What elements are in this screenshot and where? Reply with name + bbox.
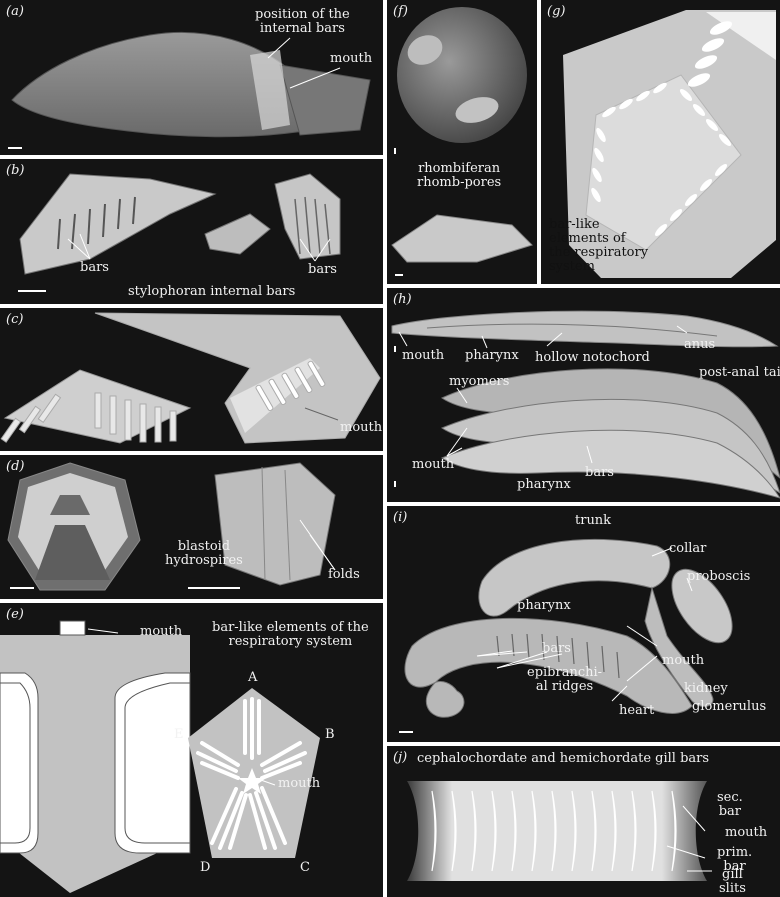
panel-letter: (c)	[6, 312, 24, 327]
panel-b: (b) bars bars stylophoran internal bars	[0, 159, 383, 304]
panel-j: (j) cephalochordate and hemichordate gil…	[387, 746, 780, 897]
myomers-label: myomers	[449, 374, 510, 389]
panel-a-figure	[8, 31, 371, 149]
bars-label: bars	[585, 465, 614, 480]
panel-d: (d) blastoid hydrospires folds	[0, 455, 383, 599]
mouth-label: mouth	[662, 653, 705, 668]
rhomb-pore-fossil	[391, 214, 533, 263]
panel-f: (f) rhombiferan rhomb-pores	[387, 0, 537, 284]
panel-c: (c) mouth	[0, 308, 383, 451]
folds-label: folds	[328, 567, 360, 582]
internal-bars-label: position of the internal bars	[255, 7, 350, 36]
bars-label-right: bars	[308, 262, 337, 277]
collar-label: collar	[669, 541, 707, 556]
kidney-label: kidney	[684, 681, 728, 696]
proboscis	[671, 568, 733, 644]
panel-e-caption: bar-like elements of the respiratory sys…	[212, 620, 369, 649]
panel-letter: (e)	[6, 607, 24, 622]
panel-b-figure	[18, 173, 341, 292]
vertex-e: E	[174, 727, 184, 742]
rhombiferan-fossil	[397, 7, 527, 143]
panel-letter: (h)	[393, 292, 412, 307]
sec-bar-label: sec. bar	[717, 790, 743, 819]
amphioxus-sections	[440, 368, 780, 499]
pharynx-label: pharynx	[517, 598, 571, 613]
glomerulus-label: glomerulus	[692, 699, 767, 714]
gill-bar-model	[407, 781, 707, 881]
panel-c-figure	[0, 312, 381, 444]
panel-g-caption: bar-like elements of the respiratory sys…	[549, 217, 649, 274]
vertex-c: C	[300, 860, 310, 875]
hydrospire-fossil	[214, 462, 336, 586]
panel-letter: (i)	[393, 510, 408, 525]
pharynx-label-2: pharynx	[517, 477, 571, 492]
panel-e: (e) mouth bar-like elements of the respi…	[0, 603, 383, 897]
panel-f-figure	[391, 7, 533, 276]
epibranchial-label: epibranchi- al ridges	[527, 665, 603, 694]
tail-label: post-anal tail	[699, 365, 780, 380]
vertex-d: D	[200, 860, 211, 875]
mouth-center-label: mouth	[278, 776, 321, 791]
panel-h: (h) mouth pharynx hollow notochord anus …	[387, 288, 780, 502]
panel-a: (a) position of the internal bars mouth	[0, 0, 383, 155]
panel-letter: (f)	[393, 4, 408, 19]
panel-j-caption: cephalochordate and hemichordate gill ba…	[417, 751, 710, 766]
theca-model	[94, 312, 381, 444]
prim-bar-label: prim. bar	[717, 845, 753, 874]
panel-letter: (d)	[6, 459, 25, 474]
mouth-label: mouth	[340, 420, 383, 435]
panel-b-caption: stylophoran internal bars	[128, 284, 296, 299]
panel-e-figure	[0, 620, 320, 893]
panel-letter: (g)	[547, 4, 566, 19]
panel-i-figure	[399, 538, 733, 733]
panel-g: (g) bar-like elements of the respiratory…	[541, 0, 780, 284]
vertex-b: B	[325, 727, 335, 742]
mouth-label-2: mouth	[412, 457, 455, 472]
panel-i: (i) trunk collar proboscis pharynx bars …	[387, 506, 780, 742]
panel-f-caption: rhombiferan rhomb-pores	[417, 161, 502, 190]
panel-h-figure	[391, 310, 780, 499]
internal-bars-position	[250, 50, 290, 130]
bars-label: bars	[542, 641, 571, 656]
trunk-label: trunk	[575, 513, 612, 528]
hemichordate-trunk	[478, 538, 671, 617]
amphioxus-lateral	[391, 310, 779, 348]
gill-slits-label: gill slits	[719, 867, 746, 896]
vertex-a: A	[248, 670, 258, 685]
panel-letter: (b)	[6, 163, 25, 178]
mouth-label: mouth	[725, 825, 768, 840]
panel-j-figure	[407, 781, 712, 881]
panel-g-figure	[563, 10, 776, 278]
anus-label: anus	[684, 337, 716, 352]
mouth-top-label: mouth	[140, 624, 183, 639]
proboscis-label: proboscis	[687, 569, 751, 584]
bars-label-left: bars	[80, 260, 109, 275]
heart-label: heart	[619, 703, 655, 718]
mouth-label: mouth	[330, 51, 373, 66]
notochord-label: hollow notochord	[535, 350, 650, 365]
panel-d-caption: blastoid hydrospires	[165, 539, 243, 568]
panel-letter: (j)	[393, 750, 408, 765]
panel-d-figure	[7, 462, 336, 591]
panel-letter: (a)	[6, 4, 24, 19]
mouth-label-1: mouth	[402, 348, 445, 363]
pharynx-label-1: pharynx	[465, 348, 519, 363]
